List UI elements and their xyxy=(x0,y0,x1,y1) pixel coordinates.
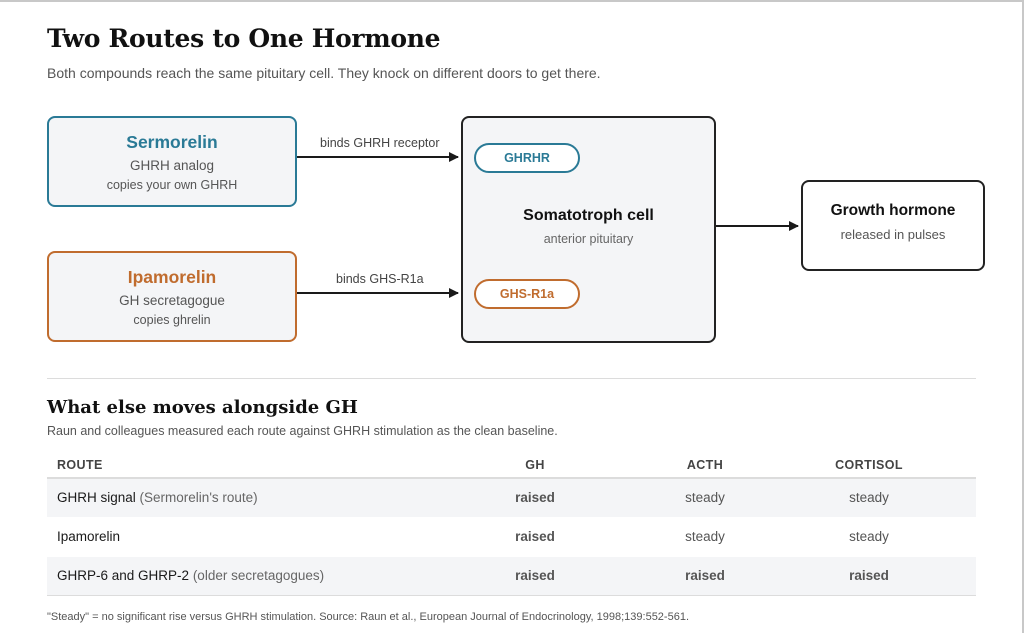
cell-name: Somatotroph cell xyxy=(523,207,654,224)
route-cell: Ipamorelin xyxy=(47,517,422,557)
route-cell: GHRP-6 and GHRP-2 (older secretagogues) xyxy=(47,556,422,596)
effects-subtitle: Raun and colleagues measured each route … xyxy=(47,424,558,438)
gh-value: raised xyxy=(422,517,648,557)
footnote: "Steady" = no significant rise versus GH… xyxy=(47,611,689,623)
route-name: GHRH signal xyxy=(57,490,136,506)
ipamorelin-class: GH secretagogue xyxy=(119,293,225,308)
sermorelin-mimic: copies your own GHRH xyxy=(106,178,238,192)
page-title: Two Routes to One Hormone xyxy=(47,24,441,53)
ipamorelin-name: Ipamorelin xyxy=(127,267,217,287)
route-name: Ipamorelin xyxy=(57,529,121,544)
table-header-row: ROUTE GH ACTH CORTISOL xyxy=(47,452,976,479)
column-header-acth: ACTH xyxy=(648,452,762,479)
route-note: (older secretagogues) xyxy=(192,568,325,583)
effects-title: What else moves alongside GH xyxy=(47,397,358,418)
table-row: GHRP-6 and GHRP-2 (older secretagogues) … xyxy=(47,556,976,596)
table-row: GHRH signal (Sermorelin's route) raised … xyxy=(47,478,976,518)
ghrhr-receptor-pill: GHRHR xyxy=(474,143,580,173)
page-subtitle: Both compounds reach the same pituitary … xyxy=(47,65,601,81)
cortisol-value: raised xyxy=(762,556,976,596)
edge-label-sermorelin: binds GHRH receptor xyxy=(320,136,440,150)
table-row: Ipamorelin raised steady steady xyxy=(47,517,976,557)
ghs-r1a-receptor-pill: GHS-R1a xyxy=(474,279,580,309)
edge-label-ipamorelin: binds GHS-R1a xyxy=(336,272,424,286)
cell-location: anterior pituitary xyxy=(543,232,634,246)
cortisol-value: steady xyxy=(762,517,976,557)
effects-table: ROUTE GH ACTH CORTISOL GHRH signal (Serm… xyxy=(47,452,976,596)
column-header-route: ROUTE xyxy=(47,452,422,479)
cortisol-value: steady xyxy=(762,478,976,518)
ipamorelin-node: Ipamorelin GH secretagogue copies ghreli… xyxy=(47,251,297,342)
output-name: Growth hormone xyxy=(830,202,956,219)
gh-value: raised xyxy=(422,478,648,518)
acth-value: steady xyxy=(648,478,762,518)
growth-hormone-node: Growth hormone released in pulses xyxy=(801,180,985,271)
sermorelin-class: GHRH analog xyxy=(129,158,215,173)
acth-value: steady xyxy=(648,517,762,557)
section-divider xyxy=(47,378,976,379)
route-cell: GHRH signal (Sermorelin's route) xyxy=(47,478,422,518)
output-sub: released in pulses xyxy=(840,227,946,242)
sermorelin-node: Sermorelin GHRH analog copies your own G… xyxy=(47,116,297,207)
column-header-cortisol: CORTISOL xyxy=(762,452,976,479)
ipamorelin-mimic: copies ghrelin xyxy=(133,313,211,327)
gh-value: raised xyxy=(422,556,648,596)
acth-value: raised xyxy=(648,556,762,596)
route-name: GHRP-6 and GHRP-2 xyxy=(57,568,190,583)
route-note: (Sermorelin's route) xyxy=(139,490,258,506)
column-header-gh: GH xyxy=(422,452,648,479)
sermorelin-name: Sermorelin xyxy=(126,132,218,152)
